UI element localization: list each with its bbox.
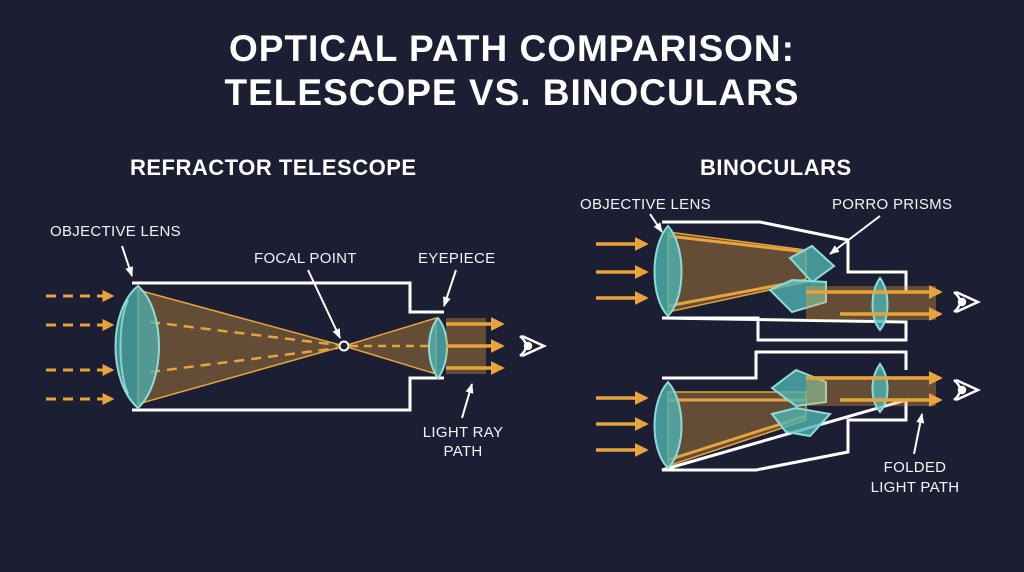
binoculars-heading: BINOCULARS [700,155,852,180]
binoculars-objective-lens-label: OBJECTIVE LENS [580,196,711,213]
eyepiece-lens [428,316,448,380]
binoculars-bottom-eyepiece [871,362,889,414]
converging-light-cone [137,289,347,405]
telescope-eye-icon [519,334,548,358]
light-ray-path-label-line-2: PATH [443,443,483,460]
telescope-heading: REFRACTOR TELESCOPE [130,155,417,180]
telescope-tube [132,281,444,412]
telescope-objective-lens [114,284,160,410]
porro-prisms-label: PORRO PRISMS [832,196,953,213]
binoculars-top-body [661,220,908,342]
eyepiece-label: EYEPIECE [418,250,496,267]
light-ray-path-label-line-1: LIGHT RAY [422,424,504,441]
folded-light-path-label-line-2: LIGHT PATH [870,479,960,496]
outgoing-light-arrows [446,317,505,375]
focal-point-marker [338,340,350,352]
focal-point-label: FOCAL POINT [254,250,357,267]
incoming-light-arrows [46,290,115,405]
binoculars-top-incoming-arrows [596,237,649,305]
binoculars-top-eye-icon [953,290,982,314]
binoculars-top-objective-lens [653,224,683,318]
binoculars-bottom-objective-lens [653,380,683,470]
binoculars-bottom-eye-icon [953,378,982,402]
binoculars-bottom-incoming-arrows [596,391,649,457]
diagram-title-line-1: OPTICAL PATH COMPARISON: [229,28,795,69]
diagram-title-line-2: TELESCOPE VS. BINOCULARS [224,72,800,113]
folded-light-path-label-line-1: FOLDED [883,459,947,476]
telescope-group [46,245,548,419]
telescope-objective-lens-label: OBJECTIVE LENS [50,223,181,240]
binoculars-bottom-body [661,350,908,472]
binoculars-group [596,213,982,472]
binoculars-top-eyepiece [871,276,889,332]
